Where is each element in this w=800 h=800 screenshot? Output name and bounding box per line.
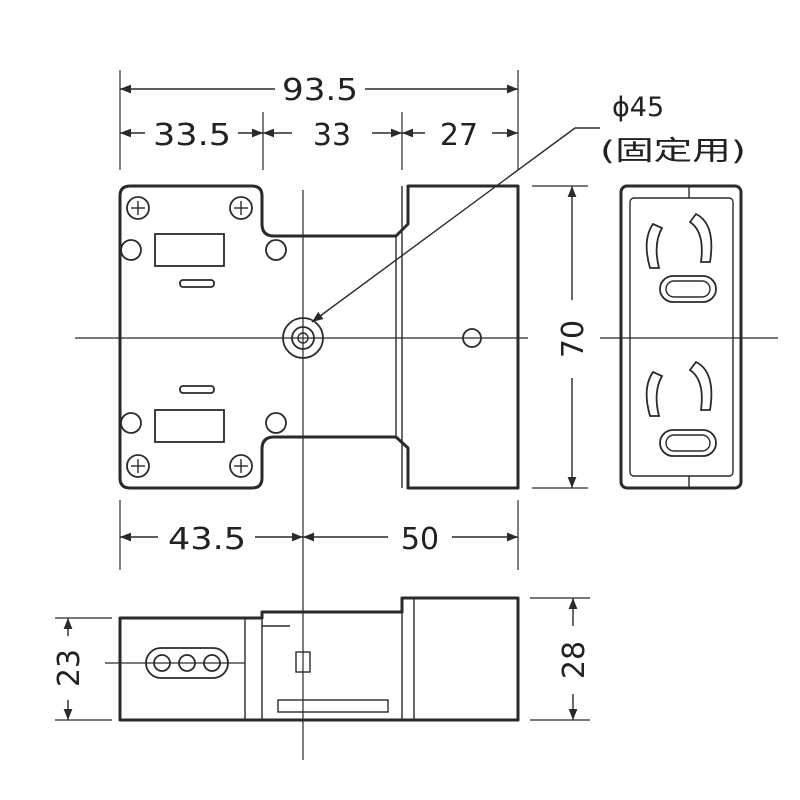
dim-height-side-large: 28 <box>557 641 592 679</box>
front-view <box>118 184 520 490</box>
extension-lines <box>55 70 590 721</box>
receptacle-icon <box>645 360 717 457</box>
dim-left-segment: 33.5 <box>153 118 231 153</box>
dim-lower-right: 50 <box>401 522 439 557</box>
dimension-lines <box>63 84 600 720</box>
screw-icon <box>229 196 253 220</box>
dim-overall-width: 93.5 <box>282 73 358 108</box>
hole <box>265 412 287 434</box>
dim-lower-left: 43.5 <box>168 522 246 557</box>
screw-icon <box>229 454 253 478</box>
dim-height-side-small: 23 <box>52 649 87 687</box>
slot <box>179 279 215 288</box>
hole <box>462 328 482 348</box>
plug-pins-icon <box>145 647 229 679</box>
screw-icon <box>126 454 150 478</box>
note-diameter: ϕ45 <box>612 92 664 123</box>
label-window <box>154 409 225 443</box>
dim-height-front: 70 <box>556 320 591 358</box>
mounting-hole-note: ϕ45 (固定用) <box>600 92 746 167</box>
mounting-hole-icon <box>282 317 324 359</box>
hole <box>120 239 142 261</box>
dimension-labels: 93.5 33.5 33 27 43.5 50 70 23 28 <box>52 73 592 687</box>
hole <box>265 239 287 261</box>
hole <box>120 412 142 434</box>
side-view <box>118 596 520 722</box>
dim-right-segment: 27 <box>440 118 478 153</box>
receptacle-icon <box>645 212 717 303</box>
note-usage: (固定用) <box>600 136 746 167</box>
dim-middle-segment: 33 <box>313 118 351 153</box>
outlet-face-view <box>619 184 743 490</box>
label-window <box>154 233 225 267</box>
screw-icon <box>126 196 150 220</box>
slot <box>179 385 215 394</box>
